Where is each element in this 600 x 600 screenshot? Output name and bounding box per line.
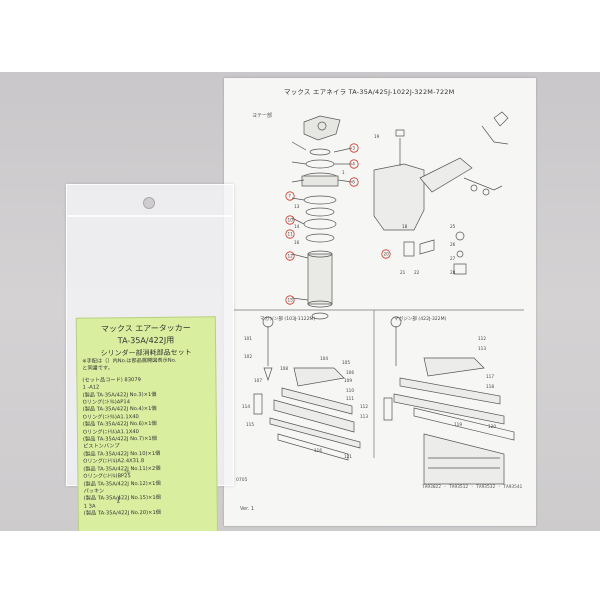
bag-bottom-number: 29 xyxy=(124,471,130,476)
svg-text:6: 6 xyxy=(352,180,355,185)
svg-text:16: 16 xyxy=(294,240,300,245)
svg-text:19: 19 xyxy=(374,134,380,139)
svg-text:113: 113 xyxy=(478,346,486,351)
svg-text:20: 20 xyxy=(384,252,390,257)
svg-text:7: 7 xyxy=(288,194,291,199)
svg-text:108: 108 xyxy=(280,366,288,371)
svg-text:13: 13 xyxy=(294,204,300,209)
svg-text:110: 110 xyxy=(346,388,354,393)
svg-text:11: 11 xyxy=(288,232,294,237)
label-title-2: TA-35A/422J用 xyxy=(117,335,175,346)
svg-text:22: 22 xyxy=(414,270,420,275)
svg-text:105: 105 xyxy=(342,360,350,365)
magazine-right-label: マガジン部 (422J-322M) xyxy=(394,315,447,322)
svg-text:1: 1 xyxy=(342,170,345,175)
svg-text:10: 10 xyxy=(288,218,294,223)
hang-hole xyxy=(143,197,155,209)
svg-text:115: 115 xyxy=(246,422,254,427)
svg-text:102: 102 xyxy=(244,354,252,359)
svg-text:106: 106 xyxy=(346,370,354,375)
svg-text:112: 112 xyxy=(360,404,368,409)
svg-text:118: 118 xyxy=(486,384,494,389)
svg-text:25: 25 xyxy=(450,224,456,229)
svg-text:12: 12 xyxy=(288,254,294,259)
svg-text:119: 119 xyxy=(454,422,462,427)
bag-label: マックス エアータッカー TA-35A/422J用 シリンダー部消耗部品セット … xyxy=(75,316,219,531)
svg-text:113: 113 xyxy=(360,414,368,419)
sheet-title: マックス エアネイラ TA-35A/425J-1022J-322M-722M xyxy=(284,88,455,96)
svg-text:3: 3 xyxy=(352,146,355,151)
svg-text:121: 121 xyxy=(344,454,352,459)
exploded-parts-diagram: 3 4 6 7 10 11 12 15 20 13 14 16 21 22 18 25 2… xyxy=(234,111,524,485)
sheet-footer-code: 0705 xyxy=(236,478,248,483)
clip-mark: ℓ xyxy=(117,496,121,506)
svg-text:4: 4 xyxy=(352,162,355,167)
label-title-3: シリンダー部消耗部品セット xyxy=(100,348,192,358)
svg-text:27: 27 xyxy=(450,256,456,261)
svg-text:28: 28 xyxy=(450,270,456,275)
svg-text:116: 116 xyxy=(314,448,322,453)
svg-text:107: 107 xyxy=(254,378,262,383)
sheet-section-label: ヨテー部 xyxy=(252,113,273,119)
svg-text:109: 109 xyxy=(344,378,352,383)
label-line: (製品 TA-35A/422J No.20)×1個 xyxy=(83,509,161,517)
parts-diagram-sheet: マックス エアネイラ TA-35A/425J-1022J-322M-722M ヨ… xyxy=(224,78,536,526)
svg-text:14: 14 xyxy=(294,224,300,229)
svg-text:21: 21 xyxy=(400,270,406,275)
svg-text:26: 26 xyxy=(450,242,456,247)
sheet-footer-models: TA93022 · TA93512 · TA93532 · TA93541 xyxy=(422,485,523,490)
bag-seal xyxy=(67,215,233,217)
svg-text:111: 111 xyxy=(346,396,354,401)
magazine-left-label: マガジン部 (103J-1122M) xyxy=(260,315,315,322)
svg-text:114: 114 xyxy=(242,404,250,409)
label-title-1: マックス エアータッカー xyxy=(100,323,191,334)
sheet-version: Ver. 1 xyxy=(240,506,255,512)
svg-text:120: 120 xyxy=(488,424,496,429)
photo-background: マックス エアネイラ TA-35A/425J-1022J-322M-722M ヨ… xyxy=(0,72,600,531)
svg-text:101: 101 xyxy=(244,336,252,341)
svg-text:18: 18 xyxy=(402,224,408,229)
svg-text:117: 117 xyxy=(486,374,494,379)
svg-text:15: 15 xyxy=(288,298,294,303)
part-number-labels: 3 4 6 7 10 11 12 15 20 13 14 16 21 22 18 25 2… xyxy=(242,134,496,459)
parts-bag: マックス エアータッカー TA-35A/422J用 シリンダー部消耗部品セット … xyxy=(66,184,234,531)
svg-text:112: 112 xyxy=(478,336,486,341)
svg-text:104: 104 xyxy=(320,356,328,361)
